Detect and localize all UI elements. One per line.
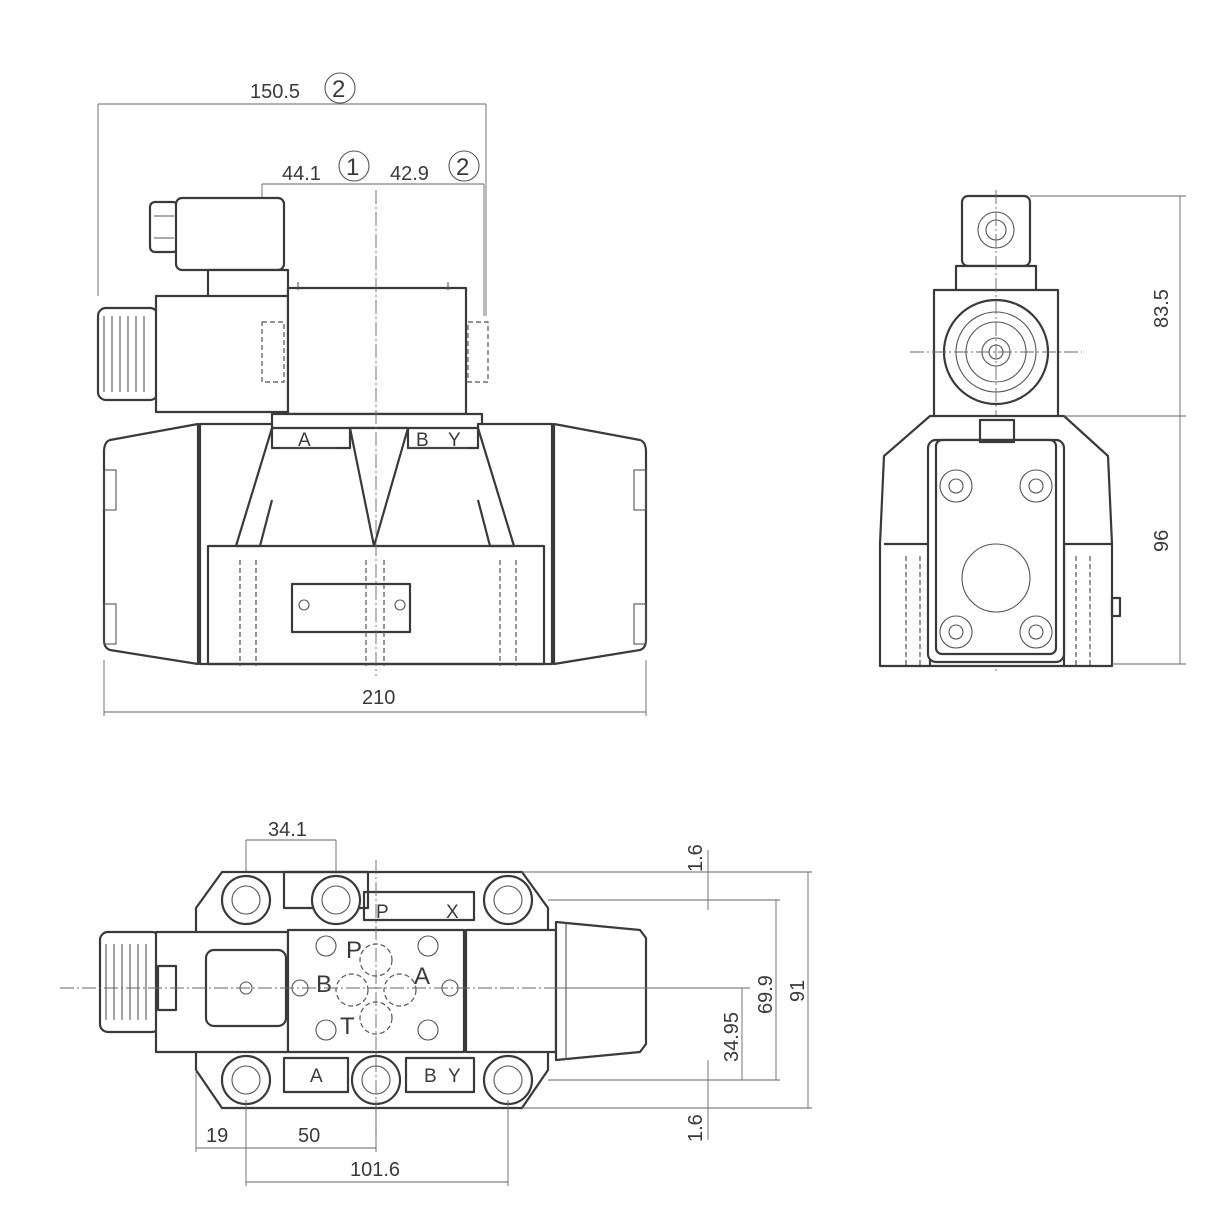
note-1: 1: [346, 154, 359, 181]
port-a-plan: A: [310, 1066, 323, 1087]
dim-91: 91: [787, 980, 809, 1002]
pilot-valve: [286, 286, 468, 416]
solenoid-coil: [154, 294, 290, 414]
port-a-face: A: [414, 963, 430, 990]
dim-50: 50: [298, 1125, 320, 1147]
dim-210: 210: [362, 687, 395, 709]
plan-right-body: [464, 928, 558, 1054]
left-end-cap: [102, 422, 200, 666]
side-view: 83.5 96: [878, 190, 1186, 672]
dim-34-1: 34.1: [268, 819, 307, 841]
plan-right-cap: [554, 920, 648, 1062]
right-end-cap: [552, 422, 648, 666]
cable-gland: [148, 200, 180, 254]
plan-bolts: [220, 874, 534, 1106]
front-view: 150.5 2 44.1 1 42.9 2: [96, 72, 648, 716]
dim-96: 96: [1151, 530, 1173, 552]
port-x-plan: X: [446, 902, 459, 923]
port-p-face: P: [346, 937, 362, 964]
dim-83-5: 83.5: [1151, 289, 1173, 328]
port-a-front: A: [298, 430, 311, 451]
note-2-top: 2: [332, 76, 345, 103]
dim-1-6-top: 1.6: [685, 844, 707, 872]
port-t-face: T: [340, 1013, 355, 1040]
port-b-plan: B: [424, 1066, 437, 1087]
port-p-plan: P: [376, 902, 389, 923]
plug-connector: [174, 196, 286, 272]
pilot-plate: [270, 412, 484, 430]
dim-69-9: 69.9: [755, 975, 777, 1014]
port-b-face: B: [316, 971, 332, 998]
dim-44-1: 44.1: [282, 163, 321, 185]
side-bolts: [939, 469, 1053, 649]
dim-19: 19: [206, 1125, 228, 1147]
dim-34-95: 34.95: [721, 1012, 743, 1062]
dim-42-9: 42.9: [390, 163, 429, 185]
note-2-mid: 2: [456, 154, 469, 181]
port-y-front: Y: [448, 430, 461, 451]
port-y-plan: Y: [448, 1066, 461, 1087]
port-b-front: B: [416, 430, 429, 451]
plan-view: 34.1 P X A B Y: [60, 819, 812, 1186]
dim-1-6-bottom: 1.6: [685, 1114, 707, 1142]
nameplate: [290, 582, 412, 634]
dim-101-6: 101.6: [350, 1159, 400, 1181]
dim-150-5: 150.5: [250, 81, 300, 103]
